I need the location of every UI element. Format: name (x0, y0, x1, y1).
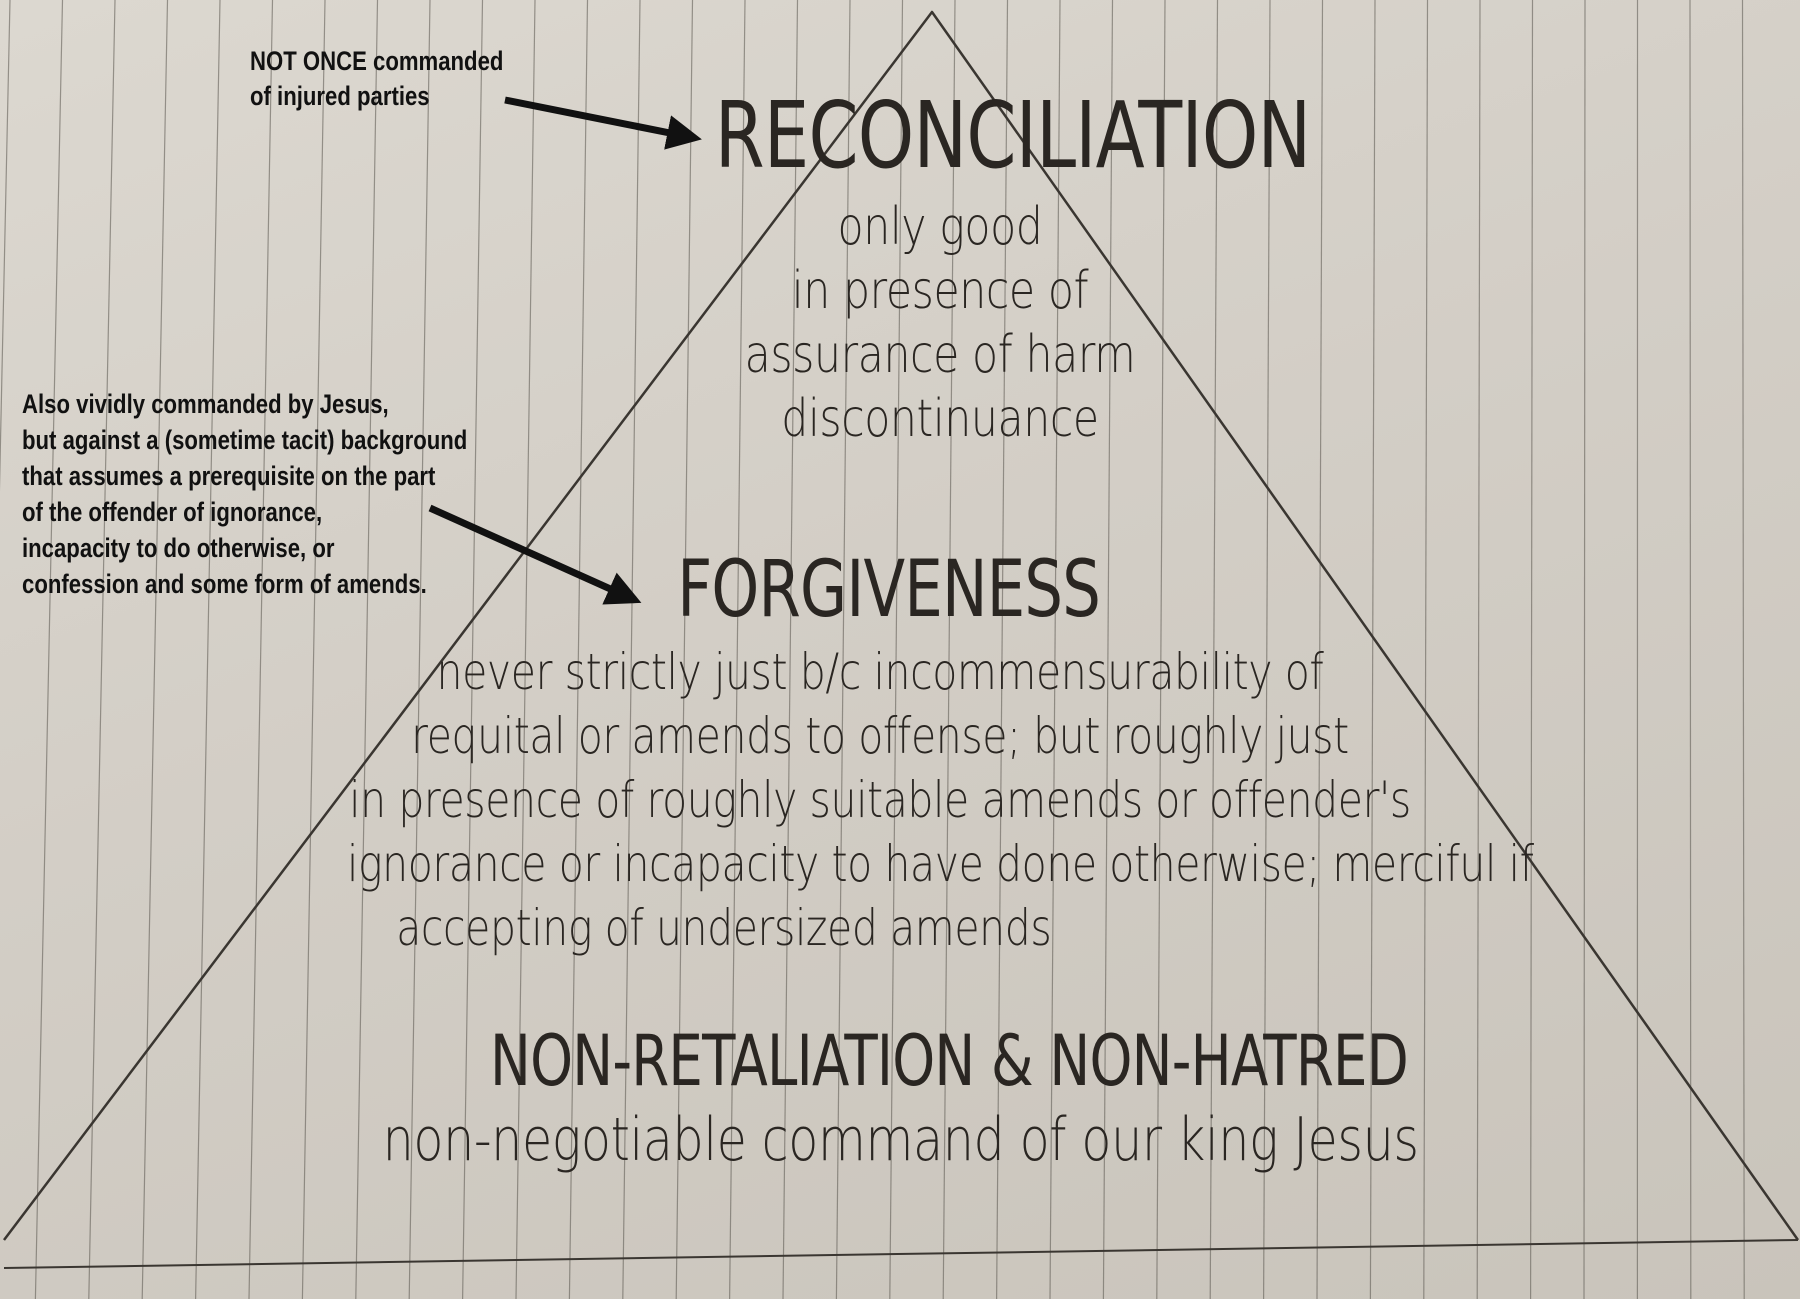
ruled-line (1689, 0, 1692, 1299)
annotation-line: incapacity to do otherwise, or (22, 533, 335, 563)
ruled-line (675, 0, 694, 1299)
non-retaliation-body: non-negotiable command of our king Jesus (382, 1105, 1419, 1175)
ruled-line (1529, 0, 1534, 1299)
tier-text-line: only good (837, 197, 1043, 257)
tier-text-line: assurance of harm (744, 325, 1136, 385)
annotation-line: NOT ONCE commanded (250, 46, 504, 76)
tier-text-line: requital or amends to offense; but rough… (411, 707, 1349, 765)
tier-text-line: discontinuance (781, 389, 1099, 449)
annotation-line: but against a (sometime tacit) backgroun… (22, 425, 468, 455)
annotation-line: Also vividly commanded by Jesus, (22, 389, 389, 419)
forgiveness-annotation: Also vividly commanded by Jesus, but aga… (22, 386, 467, 602)
arrow-to-forgiveness (428, 504, 642, 605)
arrow-to-reconciliation (504, 96, 702, 150)
ruled-line (34, 0, 64, 1299)
tier-text-line: in presence of roughly suitable amends o… (349, 771, 1411, 829)
pyramid-outline (3, 10, 1800, 1241)
ruled-line (1476, 0, 1481, 1299)
tier-text-line: accepting of undersized amends (396, 899, 1052, 957)
reconciliation-body: only good in presence of assurance of ha… (710, 195, 1169, 451)
pyramid-base (3, 1239, 1799, 1269)
annotation-line: of injured parties (250, 81, 430, 112)
reconciliation-heading: RECONCILIATION (714, 82, 1311, 189)
ruled-line (1102, 0, 1114, 1299)
ruled-line (88, 0, 116, 1299)
ruled-line (729, 0, 746, 1299)
ruled-line (1209, 0, 1219, 1299)
ruled-line (462, 0, 484, 1299)
annotation-line: confession and some form of amends. (22, 569, 427, 599)
ruled-line (1262, 0, 1271, 1299)
ruled-line (1423, 0, 1429, 1299)
ruled-line (1049, 0, 1061, 1299)
ruled-line (1369, 0, 1376, 1299)
annotation-line: of the offender of ignorance, (22, 497, 323, 527)
ruled-line (568, 0, 589, 1299)
ruled-line (622, 0, 641, 1299)
ruled-line (515, 0, 536, 1299)
ruled-line (1583, 0, 1586, 1299)
ruled-line (835, 0, 851, 1299)
ruled-line (782, 0, 799, 1299)
forgiveness-heading: FORGIVENESS (677, 545, 1101, 635)
tier-text-line: in presence of (791, 261, 1089, 321)
ruled-line (1156, 0, 1166, 1299)
tier-text-line: ignorance or incapacity to have done oth… (347, 835, 1534, 893)
ruled-line (355, 0, 379, 1299)
reconciliation-annotation: NOT ONCE commanded of injured parties (250, 44, 503, 114)
non-retaliation-heading: NON-RETALIATION & NON-HATRED (490, 1020, 1409, 1102)
ruled-line (0, 0, 11, 492)
ruled-line (942, 0, 956, 1299)
ruled-line (195, 0, 221, 1299)
ruled-line (141, 0, 169, 1299)
ruled-line (301, 0, 326, 1299)
ruled-line (408, 0, 431, 1299)
ruled-line (248, 0, 274, 1299)
ruled-line (889, 0, 904, 1299)
ruled-line (1316, 0, 1324, 1299)
forgiveness-body: never strictly just b/c incommensurabili… (347, 640, 1534, 960)
annotation-line: that assumes a prerequisite on the part (22, 461, 436, 491)
ruled-line (995, 0, 1009, 1299)
ruled-line (1741, 0, 1745, 1299)
tier-text-line: never strictly just b/c incommensurabili… (436, 643, 1324, 701)
